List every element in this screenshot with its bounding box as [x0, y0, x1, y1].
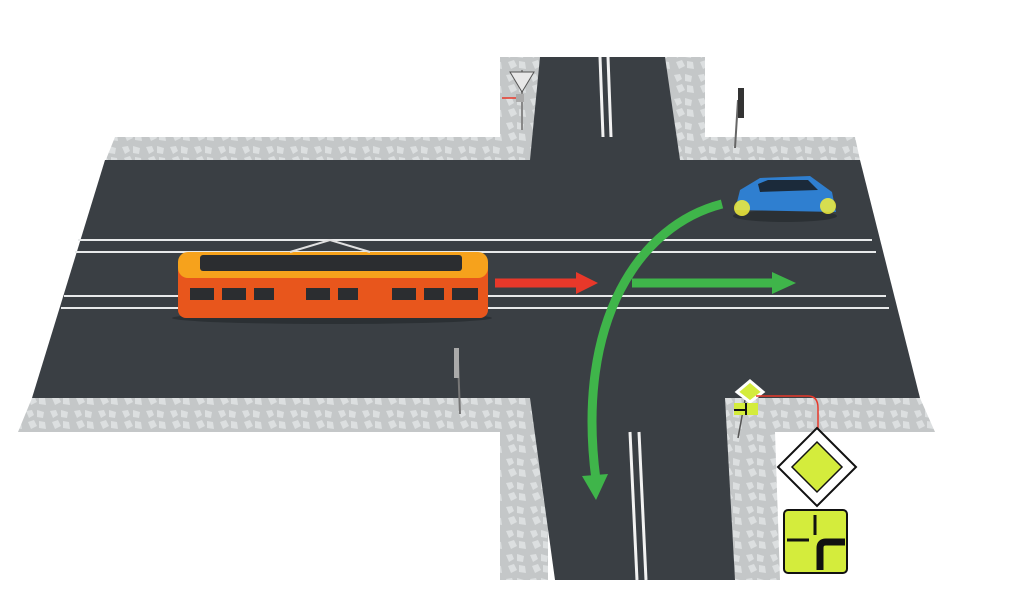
turn-signal-rear — [820, 198, 836, 214]
sidewalks — [18, 57, 935, 580]
car-turn-arrow-head — [582, 474, 608, 500]
pantograph — [289, 238, 371, 253]
car-straight-arrow-head — [772, 272, 796, 294]
callout-line — [756, 395, 819, 430]
priority-road-direction-plate — [783, 509, 848, 574]
turn-signal-front — [734, 200, 750, 216]
center-lines — [598, 56, 648, 581]
priority-road-sign-small — [734, 379, 766, 439]
tram — [172, 238, 492, 324]
priority-road-sign — [776, 426, 858, 508]
back-sign-southwest — [454, 348, 461, 415]
blue-car — [733, 176, 837, 222]
movement-arrows — [495, 199, 796, 500]
tram-arrow-head — [576, 272, 598, 294]
car-turn-arrow — [587, 199, 724, 481]
sidewalk-bottom-left — [18, 398, 548, 580]
sidewalk-bottom-right — [715, 398, 935, 580]
give-way-sign — [502, 70, 535, 130]
sidewalk-top-right — [665, 57, 860, 160]
road-north — [530, 57, 680, 160]
sidewalk-top-left — [105, 57, 540, 162]
back-sign-northeast — [734, 88, 744, 149]
